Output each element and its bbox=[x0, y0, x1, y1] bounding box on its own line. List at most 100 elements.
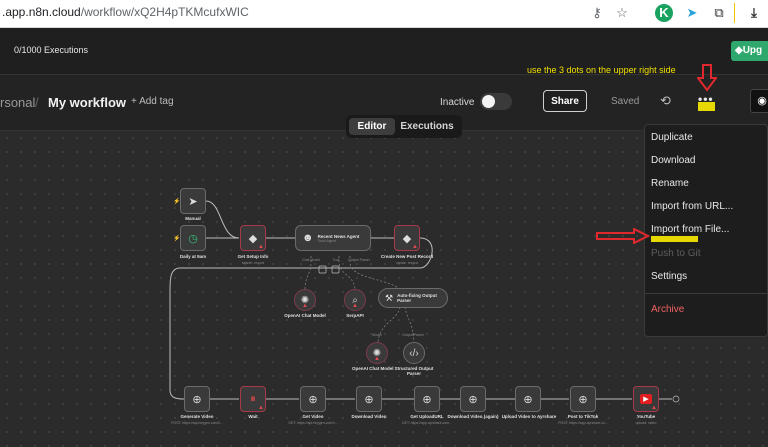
top-bar bbox=[0, 28, 768, 75]
uploadurl-label: Get UploadURL bbox=[410, 414, 444, 419]
menu-item-import-file[interactable]: Import from File... bbox=[651, 224, 730, 235]
airtable-create-post-node[interactable]: ◆ bbox=[394, 225, 420, 251]
wait-node[interactable]: ⏸ bbox=[240, 386, 266, 412]
telegram-icon[interactable]: ➤ bbox=[686, 5, 698, 20]
wait-label: Wait bbox=[248, 414, 258, 419]
highlight-mark bbox=[651, 236, 698, 242]
active-toggle[interactable] bbox=[480, 93, 512, 110]
get-video-node[interactable]: ⊕ bbox=[300, 386, 326, 412]
openai1-label: OpenAI Chat Model bbox=[284, 313, 326, 318]
trigger-bolt-icon: ⚡ bbox=[173, 236, 181, 242]
saved-status: Saved bbox=[611, 96, 640, 107]
port-chat-model: Chat Model bbox=[302, 258, 320, 262]
manual-node-label: Manual bbox=[185, 216, 201, 221]
url-text[interactable]: .app.n8n.cloud/workflow/xQ2H4pTKMcufxWIC bbox=[2, 5, 249, 19]
menu-item-push-git: Push to Git bbox=[651, 248, 701, 259]
openai-chat-model-icon[interactable]: ✺ bbox=[294, 289, 316, 311]
download-video-node[interactable]: ⊕ bbox=[356, 386, 382, 412]
uploadayr-label: Upload Video to Ayrshare bbox=[501, 414, 557, 419]
warning-icon: ▲ bbox=[352, 303, 358, 309]
genvideo-label: Generate Video bbox=[180, 414, 214, 419]
history-icon[interactable]: ⟲ bbox=[660, 93, 671, 108]
robot-icon: ☻ bbox=[302, 232, 314, 244]
add-tag-link[interactable]: + Add tag bbox=[131, 96, 174, 107]
warning-icon: ▲ bbox=[258, 405, 264, 411]
status-label: Inactive bbox=[440, 97, 475, 108]
star-icon[interactable]: ☆ bbox=[616, 5, 628, 20]
serpapi-icon[interactable]: ⌕ bbox=[344, 289, 366, 311]
download2-label: Download Video (again) bbox=[447, 414, 499, 419]
getvideo-label: Get Video bbox=[302, 414, 324, 419]
workflow-name[interactable]: My workflow bbox=[48, 95, 127, 110]
youtube-label: YouTube bbox=[636, 414, 656, 419]
menu-item-settings[interactable]: Settings bbox=[651, 271, 688, 282]
create-node-label: Create New Post Record bbox=[380, 254, 434, 259]
browser-url-bar[interactable]: .app.n8n.cloud/workflow/xQ2H4pTKMcufxWIC… bbox=[0, 0, 768, 28]
upload-ayrshare-node[interactable]: ⊕ bbox=[515, 386, 541, 412]
red-right-arrow-icon bbox=[596, 228, 650, 244]
menu-item-download[interactable]: Download bbox=[651, 155, 696, 166]
highlight-mark bbox=[698, 102, 715, 111]
tiktok-label: Post to TikTok bbox=[567, 414, 599, 419]
youtube-sub: upload: video bbox=[635, 421, 657, 425]
ai-agent-node[interactable]: ☻ Recent News Agent Tools Agent bbox=[295, 225, 371, 251]
download-icon[interactable]: ⤓ bbox=[751, 5, 757, 20]
setup-node-label: Get Setup Info bbox=[237, 254, 269, 259]
setup-node-sub: search: record bbox=[241, 261, 265, 265]
agent-node-sub: Tools Agent bbox=[317, 238, 336, 243]
menu-divider bbox=[645, 293, 768, 294]
divider bbox=[734, 3, 735, 23]
serp-label: SerpAPI bbox=[346, 313, 364, 318]
youtube-node[interactable]: ▶ bbox=[633, 386, 659, 412]
workflow-options-menu bbox=[644, 124, 768, 337]
get-upload-url-node[interactable]: ⊕ bbox=[414, 386, 440, 412]
toggle-knob bbox=[482, 95, 495, 108]
airtable-get-setup-node[interactable]: ◆ bbox=[240, 225, 266, 251]
warning-icon: ▲ bbox=[302, 303, 308, 309]
post-tiktok-node[interactable]: ⊕ bbox=[570, 386, 596, 412]
autofix-label: Auto-fixing Output Parser bbox=[397, 293, 437, 303]
port-output-parser: Output Parser bbox=[348, 258, 370, 262]
tab-executions[interactable]: Executions bbox=[400, 121, 454, 132]
uploadurl-sub: GET: https://app.ayrshare.com... bbox=[401, 421, 453, 425]
create-node-sub: create: record bbox=[396, 261, 418, 265]
annotation-text: use the 3 dots on the upper right side bbox=[527, 65, 676, 75]
tools-icon: ⚒ bbox=[385, 292, 394, 303]
openai-chat-model-2-icon[interactable]: ✺ bbox=[366, 342, 388, 364]
warning-icon: ▲ bbox=[258, 244, 264, 250]
puzzle-icon[interactable]: ⧉ bbox=[714, 5, 724, 20]
warning-icon: ▲ bbox=[412, 244, 418, 250]
schedule-trigger-node[interactable]: ◷ bbox=[180, 225, 206, 251]
share-button[interactable]: Share bbox=[543, 90, 587, 112]
menu-item-import-url[interactable]: Import from URL... bbox=[651, 201, 734, 212]
menu-item-archive[interactable]: Archive bbox=[651, 304, 685, 315]
generate-video-node[interactable]: ⊕ bbox=[184, 386, 210, 412]
manual-trigger-node[interactable]: ➤ bbox=[180, 188, 206, 214]
warning-icon: ▲ bbox=[374, 356, 380, 362]
youtube-icon: ▶ bbox=[640, 394, 652, 404]
daily-node-label: Daily at 9am bbox=[179, 254, 207, 259]
trigger-bolt-icon: ⚡ bbox=[173, 199, 181, 205]
openai2-label: OpenAI Chat Model bbox=[352, 366, 394, 371]
extension-k-icon[interactable]: K bbox=[655, 4, 673, 22]
port-tool: Tool bbox=[332, 258, 340, 262]
getvideo-sub: GET: https://api.heygen.com/v... bbox=[288, 421, 338, 425]
code-icon[interactable]: ‹/› bbox=[403, 342, 425, 364]
tab-editor[interactable]: Editor bbox=[349, 118, 395, 135]
warning-icon: ▲ bbox=[651, 405, 657, 411]
download-label: Download Video bbox=[351, 414, 387, 419]
menu-item-duplicate[interactable]: Duplicate bbox=[651, 132, 693, 143]
github-icon[interactable]: ◉ bbox=[750, 89, 768, 113]
auto-fixing-parser-node[interactable]: ⚒ Auto-fixing Output Parser bbox=[378, 288, 448, 308]
port-output-parser-2: Output Parser bbox=[402, 333, 424, 337]
key-icon[interactable]: ⚷ bbox=[592, 5, 602, 20]
breadcrumb-personal[interactable]: rsonal bbox=[0, 95, 36, 110]
structured-label: Structured Output Parser bbox=[394, 366, 434, 376]
red-down-arrow-icon bbox=[697, 64, 717, 92]
agent-node-label: Recent News Agent bbox=[317, 233, 360, 239]
menu-item-rename[interactable]: Rename bbox=[651, 178, 689, 189]
upgrade-button[interactable]: ◆Upg bbox=[731, 41, 768, 61]
download-video-again-node[interactable]: ⊕ bbox=[460, 386, 486, 412]
tiktok-sub: POST: https://app.ayrshare.co... bbox=[558, 421, 608, 425]
